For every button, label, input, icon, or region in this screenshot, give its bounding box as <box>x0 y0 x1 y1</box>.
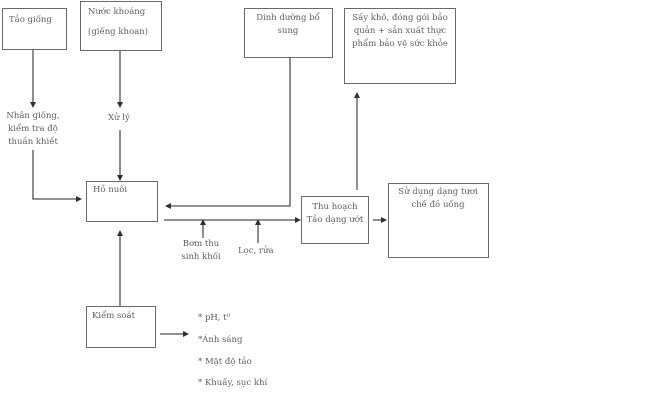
control-factor-ph: * pH, t⁰ <box>198 313 231 323</box>
node-su-dung: Sử dụng dạng tươi chế đồ uống <box>388 183 489 258</box>
label-bom-thu: Bơm thu sinh khối <box>181 239 221 262</box>
node-label: Hồ nuôi <box>93 185 128 195</box>
node-label: Sấy khô, đóng gói bảo quản + sản xuất th… <box>352 13 448 49</box>
arrowhead <box>183 331 189 337</box>
node-label-line1: Thu hoạch <box>312 202 358 212</box>
arrowhead <box>30 102 36 108</box>
arrow-dinh-duong-to-ho-nuoi <box>170 57 291 207</box>
arrowhead <box>381 217 387 223</box>
node-label-line1: Nước khoáng <box>88 7 146 17</box>
control-factor-density: * Mật độ tảo <box>198 357 252 367</box>
arrow-nhan-giong-to-ho-nuoi <box>32 150 77 200</box>
node-nuoc-khoang: Nước khoáng (giếng khoan) <box>80 1 162 51</box>
arrowhead <box>295 217 301 223</box>
node-label: Dinh dưỡng bổ sung <box>256 13 320 36</box>
node-kiem-soat: Kiểm soát <box>86 306 156 348</box>
node-label-line2: Tảo dạng ướt <box>306 215 364 225</box>
node-dinh-duong: Dinh dưỡng bổ sung <box>244 8 333 58</box>
arrowhead <box>354 92 360 98</box>
arrowhead <box>117 230 123 236</box>
arrowhead <box>200 219 206 225</box>
label-nhan-giong: Nhân giống, kiểm tra độ thuần khiết <box>6 111 60 147</box>
node-label: Tảo giống <box>9 15 52 25</box>
arrowhead <box>117 175 123 181</box>
node-label: Sử dụng dạng tươi chế đồ uống <box>398 187 478 210</box>
control-factor-aeration: * Khuấy, sục khí <box>198 378 268 388</box>
node-thu-hoach: Thu hoạch Tảo dạng ướt <box>301 196 369 244</box>
node-label: Kiểm soát <box>92 311 136 321</box>
arrowhead <box>255 219 261 225</box>
label-loc-rua: Lọc, rửa <box>238 246 274 256</box>
label-xu-ly: Xử lý <box>108 113 130 123</box>
control-factor-light: *Ánh sáng <box>198 335 243 345</box>
node-label-line2: (giếng khoan) <box>88 27 148 37</box>
arrowhead <box>76 196 82 202</box>
node-ho-nuoi: Hồ nuôi <box>86 181 158 222</box>
arrowhead <box>117 102 123 108</box>
node-tao-giong: Tảo giống <box>2 8 67 50</box>
arrowhead <box>165 203 171 209</box>
node-say-kho: Sấy khô, đóng gói bảo quản + sản xuất th… <box>344 8 456 84</box>
